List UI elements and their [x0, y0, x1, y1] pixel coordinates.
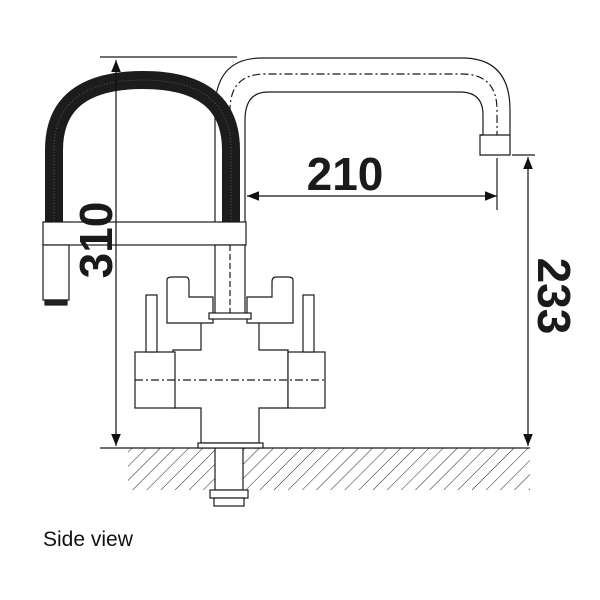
dimension-310: 310 [70, 202, 122, 279]
upper-handle-left [166, 276, 214, 324]
dimension-233: 233 [528, 258, 580, 335]
pull-out-hose [45, 70, 240, 222]
lever-left [145, 294, 158, 353]
upper-handle-right [246, 276, 294, 324]
lever-right [302, 294, 315, 353]
mounting-nut [209, 489, 249, 499]
caption: Side view [43, 528, 133, 551]
countertop-hatch [128, 448, 530, 490]
hand-spray [42, 244, 70, 301]
hose-holder [42, 221, 247, 246]
spout-outline [214, 57, 511, 225]
mounting-bolt [214, 447, 244, 491]
dimension-210: 210 [307, 148, 384, 200]
